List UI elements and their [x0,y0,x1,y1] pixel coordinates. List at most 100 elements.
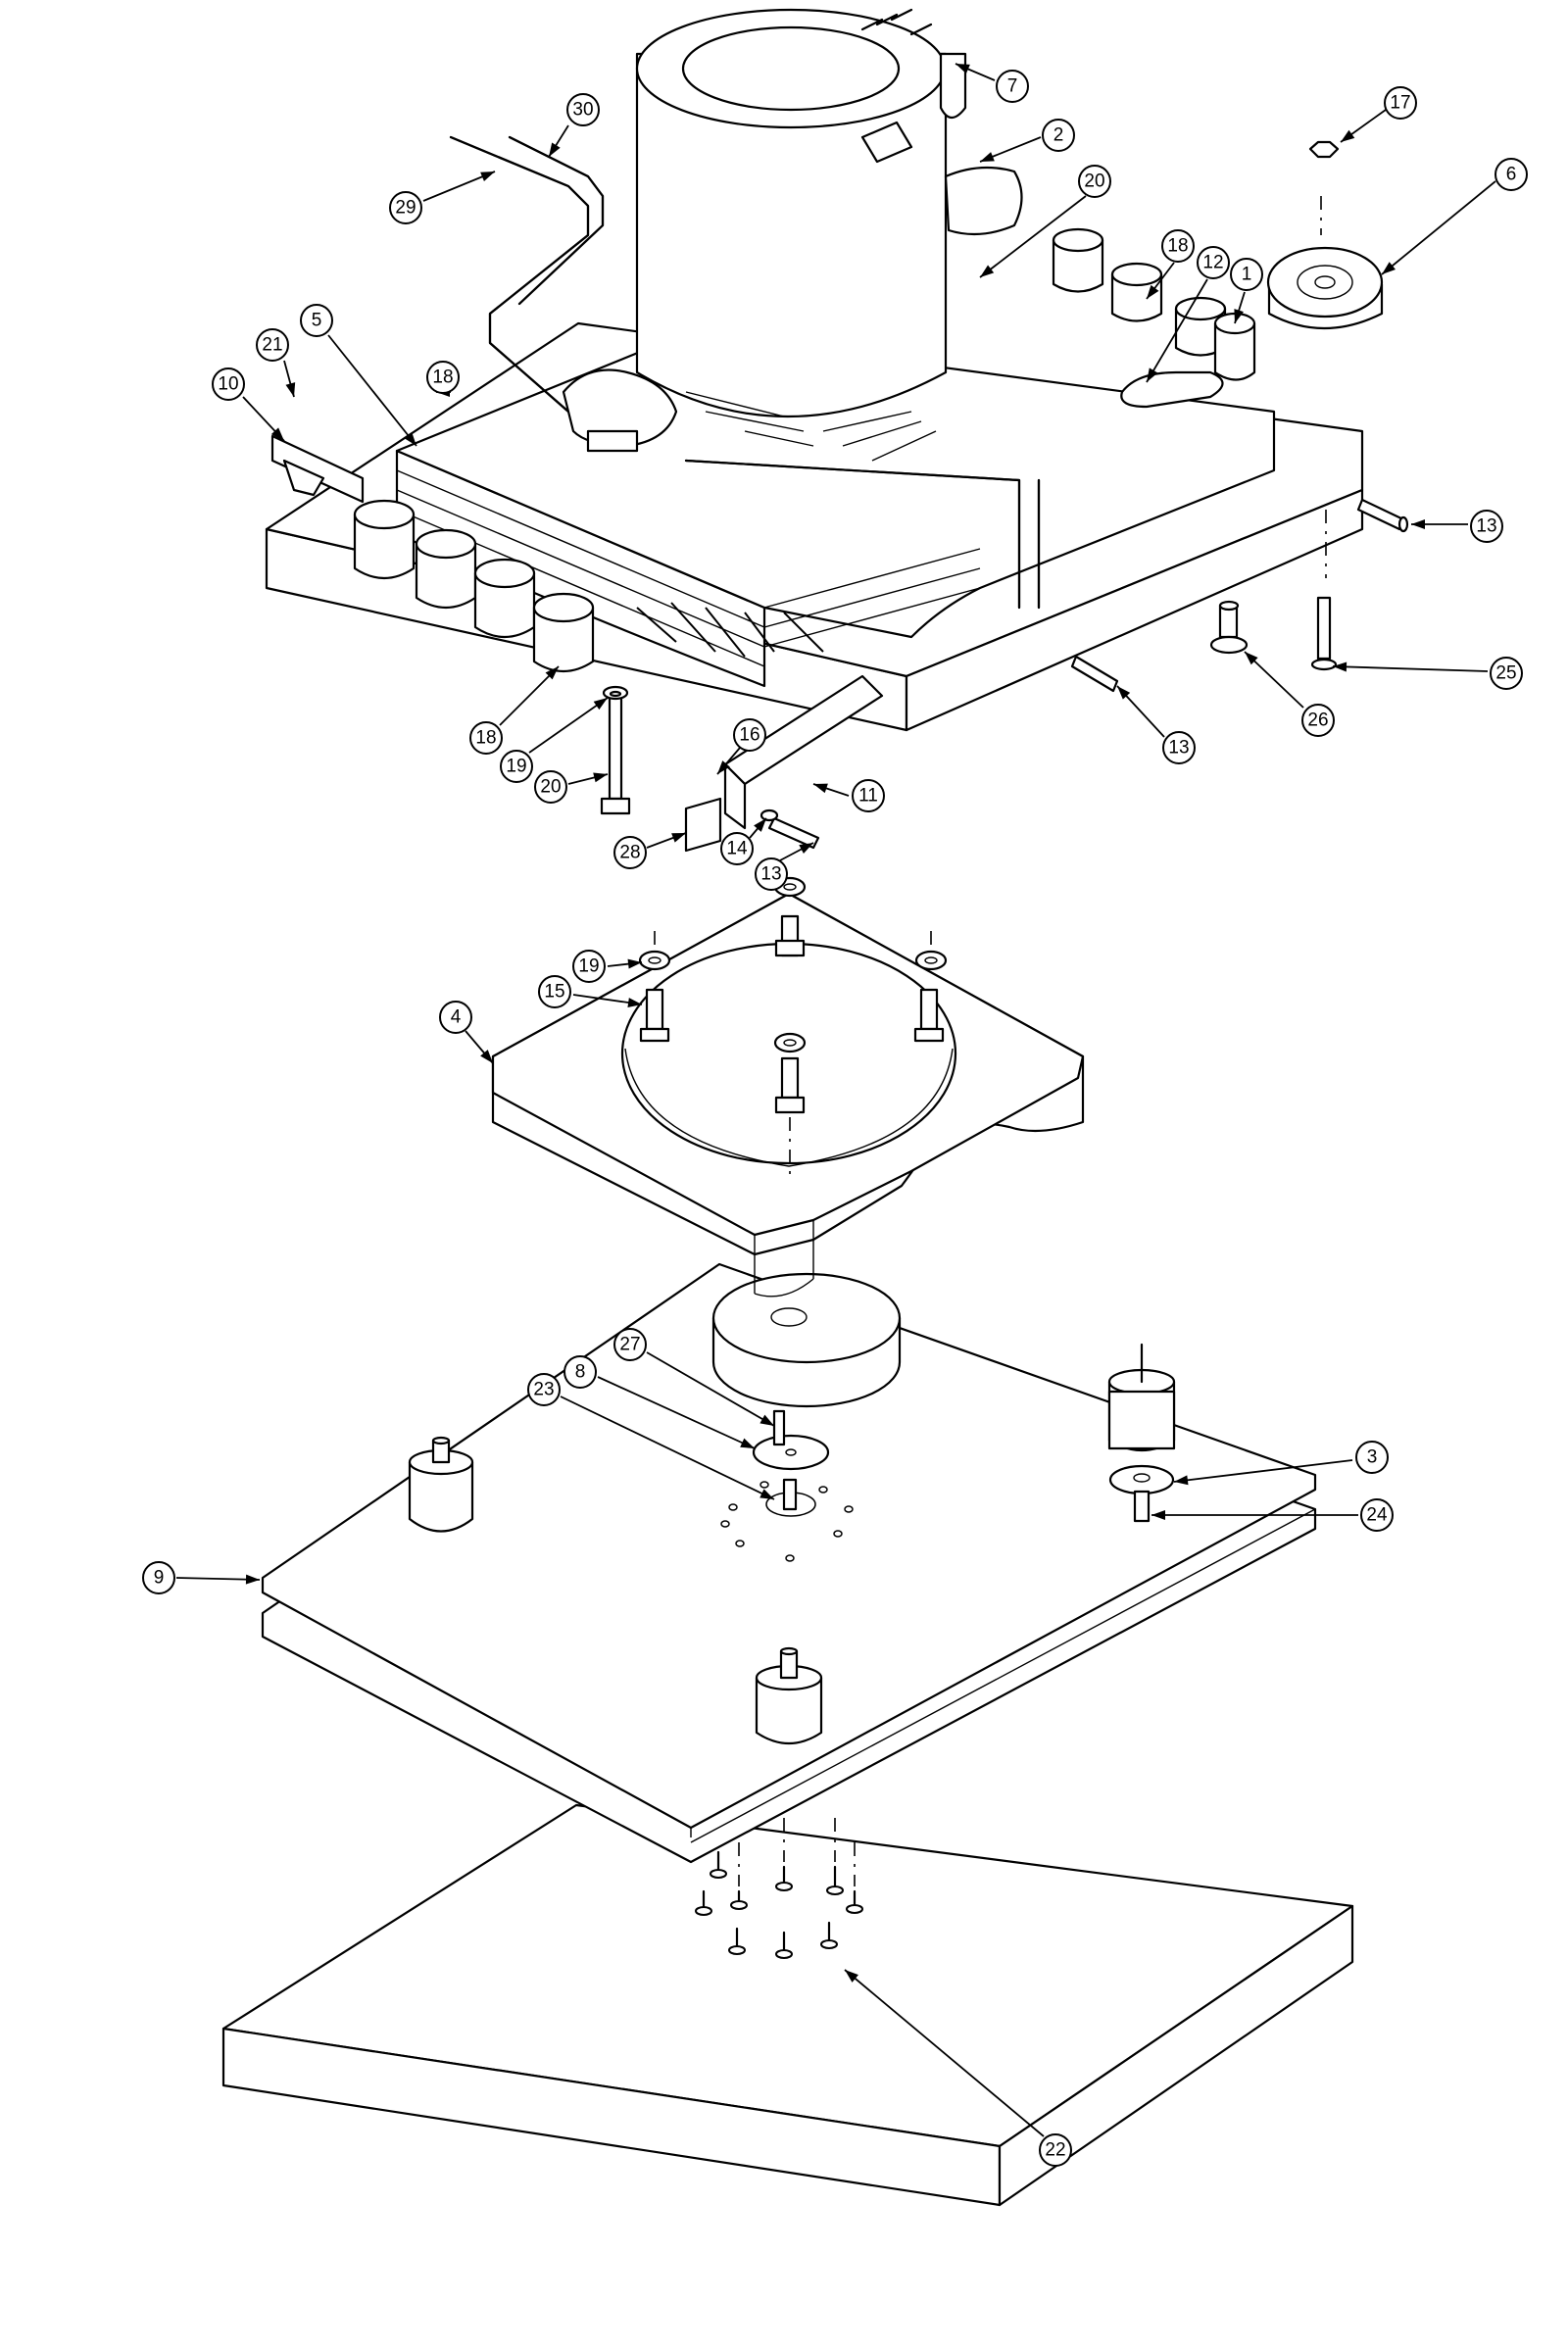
callout-circle [1042,119,1075,152]
callout-number: 26 [1307,710,1328,731]
callout-arrowhead [480,1050,493,1063]
callout-number: 23 [533,1380,554,1400]
callout-number: 18 [475,728,496,749]
callout-26: 26 [1244,651,1335,737]
callout-circle [426,361,460,394]
callout-arrowhead [754,818,766,832]
callout-circle [572,950,606,983]
callout-7: 7 [955,63,1029,103]
callout-arrowhead [549,142,561,157]
callout-27: 27 [613,1328,775,1427]
callout-24: 24 [1152,1498,1394,1532]
callout-arrowhead [593,698,608,710]
callout-arrowhead [956,64,970,74]
center-pin-assembly [752,1409,830,1471]
callout-number: 13 [760,864,781,885]
callout-number: 4 [451,1007,462,1028]
callout-number: 19 [506,757,526,777]
callout-number: 7 [1007,76,1018,97]
callout-leader-line [499,665,560,726]
callout-circle [613,836,647,869]
callout-arrowhead [627,998,642,1007]
callout-arrowhead [845,1970,858,1983]
callout-leader-line [597,1376,756,1449]
callout-number: 29 [395,198,416,219]
callout-number: 10 [218,374,238,395]
callout-arrowhead [480,171,495,181]
callout-5: 5 [300,304,417,447]
callout-arrowhead [717,760,730,774]
upper-frame [265,227,1364,732]
callout-number: 18 [432,367,453,388]
callout-leader-line [1146,278,1208,383]
callout-11: 11 [812,779,885,812]
callout-number: 16 [739,725,760,746]
callout-23: 23 [527,1373,775,1500]
callout-arrowhead [285,382,296,397]
callout-19: 19 [572,950,643,983]
callout-29: 29 [389,171,496,224]
callout-circle [469,721,503,755]
center-bolts [600,685,631,815]
callout-13: 13 [755,842,814,891]
callout-number: 20 [540,777,561,798]
callout-21: 21 [256,328,296,398]
callout-arrowhead [813,783,828,794]
callout-9: 9 [142,1561,261,1594]
callout-circle [1230,258,1263,291]
callout-circle [720,832,754,865]
callout-number: 2 [1054,125,1064,146]
callout-circle [1301,704,1335,737]
callout-arrowhead [980,265,995,277]
callout-circle [1355,1441,1389,1474]
callout-arrowhead [545,666,559,680]
callout-circle [566,93,600,126]
callout-leader-line [327,334,417,447]
handle-rods [449,135,1041,610]
callout-circle [212,367,245,401]
knob-right [944,166,1023,236]
callout-circle [300,304,333,337]
callout-28: 28 [613,832,687,869]
callout-circle [1078,165,1111,198]
callout-circle [1490,657,1523,690]
callout-arrowhead [980,152,995,162]
callout-number: 14 [726,839,748,859]
callout-number: 17 [1390,93,1410,114]
callout-18: 18 [426,361,460,397]
callout-number: 12 [1202,253,1223,273]
callout-13: 13 [1116,685,1196,764]
callout-number: 21 [262,335,282,356]
callout-number: 1 [1242,265,1252,285]
callout-10: 10 [212,367,285,442]
callout-leader-line [646,1351,775,1427]
callout-8: 8 [564,1355,756,1449]
callout-leader-line [844,1969,1045,2137]
callout-circle [389,191,422,224]
callout-circle [534,770,567,804]
callout-arrowhead [1411,519,1425,529]
callout-circle [1384,86,1417,120]
callout-2: 2 [979,119,1075,163]
callout-leader-line [1332,665,1489,672]
callout-leader-line [979,195,1087,278]
callout-circle [1161,229,1195,263]
callout-circle [852,779,885,812]
callout-number: 6 [1506,165,1517,185]
callout-18: 18 [1146,229,1195,300]
callout-circle [1197,246,1230,279]
callout-circle [1470,510,1503,543]
callout-number: 13 [1476,516,1496,537]
base-plate [261,1262,1317,1864]
callout-30: 30 [548,93,600,158]
callout-number: 9 [154,1568,165,1589]
callout-number: 13 [1168,738,1189,759]
callout-number: 20 [1084,171,1104,192]
callout-arrowhead [1341,129,1355,142]
callout-circle [755,857,788,891]
callout-arrowhead [1174,1475,1189,1486]
callout-leader-line [1381,180,1496,275]
callout-20: 20 [979,165,1111,278]
callout-number: 25 [1495,663,1516,684]
